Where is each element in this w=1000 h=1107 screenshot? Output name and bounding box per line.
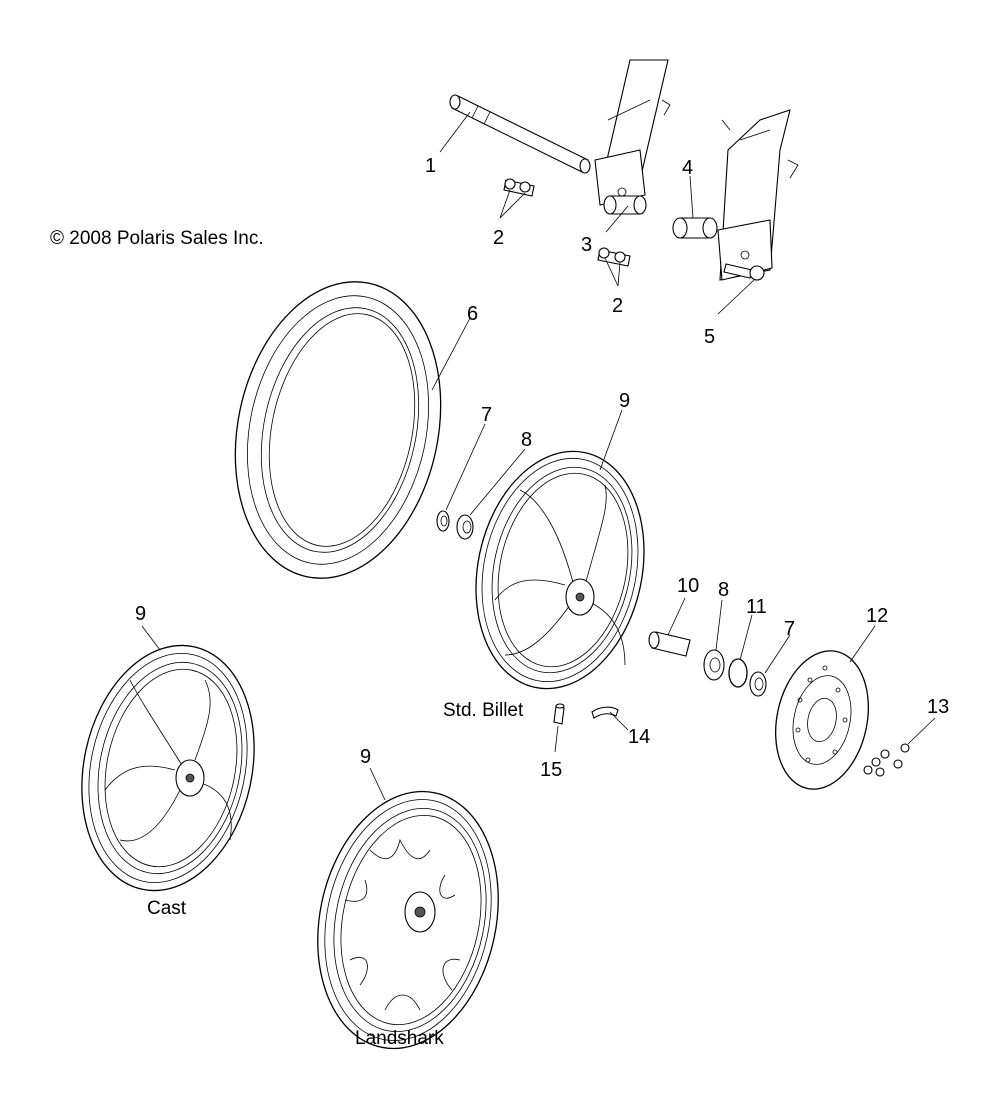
callout-12: 12 <box>866 605 888 627</box>
bearing-8-left-part <box>456 514 474 540</box>
wheel-cast-part <box>81 644 255 892</box>
brake-rotor-part <box>774 650 870 790</box>
callout-14: 14 <box>628 726 650 748</box>
pinch-bolt-upper-part <box>503 178 535 197</box>
snap-ring-part <box>728 658 748 688</box>
callout-13: 13 <box>927 696 949 718</box>
axle-bolt-part <box>723 263 765 281</box>
wheel-landshark-part <box>317 790 499 1050</box>
callout-7-left: 7 <box>481 404 492 426</box>
bearing-8-right-part <box>703 649 725 681</box>
callout-5: 5 <box>704 326 715 348</box>
callout-9-cast: 9 <box>135 603 146 625</box>
spacer-3-part <box>603 195 647 215</box>
callout-15: 15 <box>540 759 562 781</box>
wheel-std-billet-part <box>475 450 645 690</box>
wheel-weight-part <box>591 706 619 719</box>
callout-1: 1 <box>425 155 436 177</box>
copyright-text: © 2008 Polaris Sales Inc. <box>50 228 264 249</box>
callout-2-lower: 2 <box>612 295 623 317</box>
callout-11: 11 <box>746 596 767 618</box>
callout-3: 3 <box>581 234 592 256</box>
rotor-bolts-part <box>863 743 910 777</box>
callout-9-landshark: 9 <box>360 746 371 768</box>
spacer-tube-part <box>648 631 691 657</box>
pinch-bolt-lower-part <box>597 247 631 267</box>
caption-landshark: Landshark <box>355 1028 444 1049</box>
callout-6: 6 <box>467 303 478 325</box>
tire-part <box>234 281 442 579</box>
callout-8-left: 8 <box>521 429 532 451</box>
spacer-4-part <box>672 217 718 239</box>
callout-7-right: 7 <box>784 618 795 640</box>
callout-4: 4 <box>682 157 693 179</box>
callout-8-right: 8 <box>718 579 729 601</box>
callout-9-billet: 9 <box>619 390 630 412</box>
right-fork-leg-part <box>717 109 799 281</box>
axle-part <box>449 94 591 174</box>
seal-7-left-part <box>436 510 450 532</box>
valve-stem-part <box>553 703 565 725</box>
seal-7-right-part <box>749 671 767 697</box>
caption-std-billet: Std. Billet <box>443 700 524 721</box>
callout-10: 10 <box>677 575 699 597</box>
left-fork-leg-part <box>594 59 671 206</box>
callout-2-upper: 2 <box>493 227 504 249</box>
caption-cast: Cast <box>147 898 187 919</box>
leader-lines <box>141 111 936 801</box>
